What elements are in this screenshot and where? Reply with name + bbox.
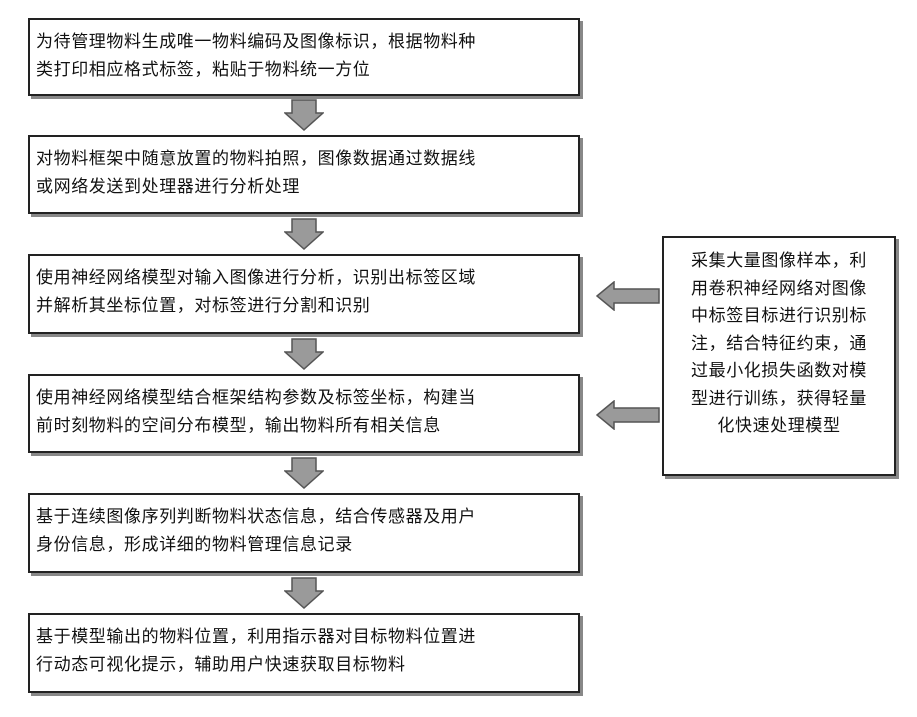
down-arrow-5-icon: [284, 577, 324, 609]
step-4-box: 使用神经网络模型结合框架结构参数及标签坐标，构建当 前时刻物料的空间分布模型，输…: [28, 374, 580, 453]
down-arrow-2-icon: [284, 218, 324, 250]
step-6-box: 基于模型输出的物料位置，利用指示器对目标物料位置进 行动态可视化提示，辅助用户快…: [28, 613, 580, 693]
step-4-text: 使用神经网络模型结合框架结构参数及标签坐标，构建当 前时刻物料的空间分布模型，输…: [36, 384, 570, 440]
step-5-text: 基于连续图像序列判断物料状态信息，结合传感器及用户 身份信息，形成详细的物料管理…: [36, 503, 570, 559]
model-training-text: 采集大量图像样本，利 用卷积神经网络对图像 中标签目标进行识别标 注，结合特征约…: [674, 248, 884, 441]
step-2-box: 对物料框架中随意放置的物料拍照，图像数据通过数据线 或网络发送到处理器进行分析处…: [28, 135, 580, 214]
down-arrow-4-icon: [284, 457, 324, 489]
step-3-text: 使用神经网络模型对输入图像进行分析，识别出标签区域 并解析其坐标位置，对标签进行…: [36, 264, 570, 320]
step-3-box: 使用神经网络模型对输入图像进行分析，识别出标签区域 并解析其坐标位置，对标签进行…: [28, 254, 580, 334]
down-arrow-1-icon: [284, 99, 324, 131]
left-arrow-to-step-3-icon: [596, 281, 660, 311]
left-arrow-to-step-4-icon: [596, 400, 660, 430]
step-2-text: 对物料框架中随意放置的物料拍照，图像数据通过数据线 或网络发送到处理器进行分析处…: [36, 145, 570, 201]
step-1-text: 为待管理物料生成唯一物料编码及图像标识，根据物料种 类打印相应格式标签，粘贴于物…: [36, 28, 570, 84]
down-arrow-3-icon: [284, 338, 324, 370]
step-6-text: 基于模型输出的物料位置，利用指示器对目标物料位置进 行动态可视化提示，辅助用户快…: [36, 623, 570, 679]
model-training-box: 采集大量图像样本，利 用卷积神经网络对图像 中标签目标进行识别标 注，结合特征约…: [662, 236, 896, 476]
step-1-box: 为待管理物料生成唯一物料编码及图像标识，根据物料种 类打印相应格式标签，粘贴于物…: [28, 18, 580, 96]
step-5-box: 基于连续图像序列判断物料状态信息，结合传感器及用户 身份信息，形成详细的物料管理…: [28, 493, 580, 573]
